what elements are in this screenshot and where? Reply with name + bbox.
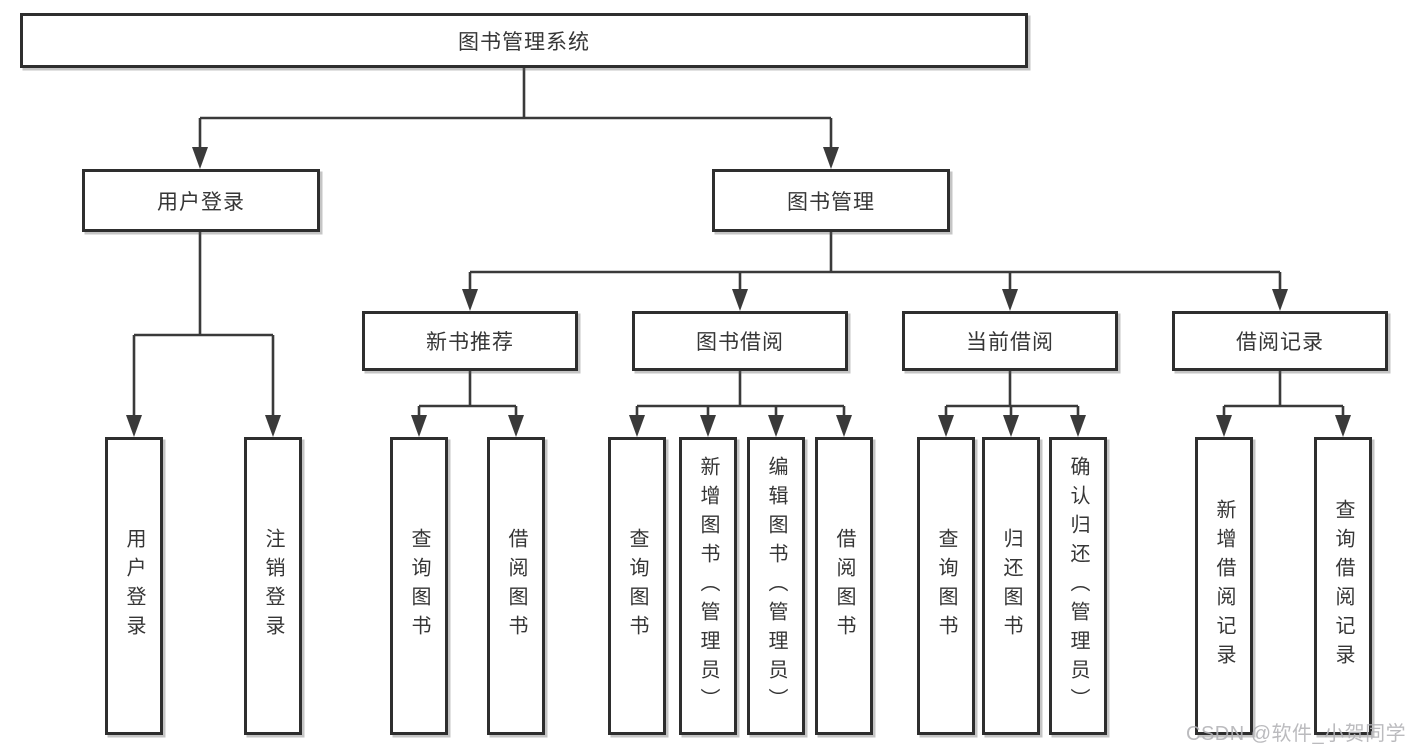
leaf-borrow-edit-admin: 编辑图书（管理员）	[747, 437, 805, 735]
leaf-record-add: 新增借阅记录	[1195, 437, 1253, 735]
leaf-newbook-query-label: 查询图书	[408, 528, 430, 644]
leaf-borrow-add-admin: 新增图书（管理员）	[679, 437, 737, 735]
leaf-current-query-label: 查询图书	[935, 528, 957, 644]
leaf-borrow-book-label: 借阅图书	[833, 528, 855, 644]
leaf-current-confirm-admin-label: 确认归还（管理员）	[1067, 455, 1089, 717]
leaf-newbook-borrow-label: 借阅图书	[505, 528, 527, 644]
leaf-borrow-query: 查询图书	[608, 437, 666, 735]
leaf-current-confirm-admin: 确认归还（管理员）	[1049, 437, 1107, 735]
node-current-borrow-label: 当前借阅	[966, 331, 1054, 354]
node-borrow-records: 借阅记录	[1172, 311, 1388, 371]
leaf-current-return-label: 归还图书	[1000, 528, 1022, 644]
node-book-management-label: 图书管理	[787, 190, 875, 214]
leaf-current-return: 归还图书	[982, 437, 1040, 735]
node-root-label: 图书管理系统	[458, 30, 590, 54]
leaf-logout-label: 注销登录	[262, 528, 284, 644]
node-user-login: 用户登录	[82, 169, 320, 232]
leaf-record-add-label: 新增借阅记录	[1213, 499, 1235, 673]
leaf-record-query: 查询借阅记录	[1314, 437, 1372, 735]
leaf-borrow-add-admin-label: 新增图书（管理员）	[697, 455, 719, 717]
node-user-login-label: 用户登录	[157, 190, 245, 214]
node-book-borrow: 图书借阅	[632, 311, 848, 371]
node-book-borrow-label: 图书借阅	[696, 331, 784, 354]
node-new-book-recommend: 新书推荐	[362, 311, 578, 371]
leaf-record-query-label: 查询借阅记录	[1332, 499, 1354, 673]
node-new-book-recommend-label: 新书推荐	[426, 331, 514, 354]
leaf-newbook-borrow: 借阅图书	[487, 437, 545, 735]
leaf-current-query: 查询图书	[917, 437, 975, 735]
node-borrow-records-label: 借阅记录	[1236, 331, 1324, 354]
leaf-logout: 注销登录	[244, 437, 302, 735]
leaf-borrow-book: 借阅图书	[815, 437, 873, 735]
leaf-newbook-query: 查询图书	[390, 437, 448, 735]
leaf-borrow-edit-admin-label: 编辑图书（管理员）	[765, 455, 787, 717]
leaf-user-login: 用户登录	[105, 437, 163, 735]
leaf-borrow-query-label: 查询图书	[626, 528, 648, 644]
leaf-user-login-label: 用户登录	[123, 528, 145, 644]
csdn-watermark: CSDN @软件_小贺同学	[1186, 723, 1405, 745]
node-book-management: 图书管理	[712, 169, 950, 232]
node-current-borrow: 当前借阅	[902, 311, 1118, 371]
node-root: 图书管理系统	[20, 13, 1028, 68]
